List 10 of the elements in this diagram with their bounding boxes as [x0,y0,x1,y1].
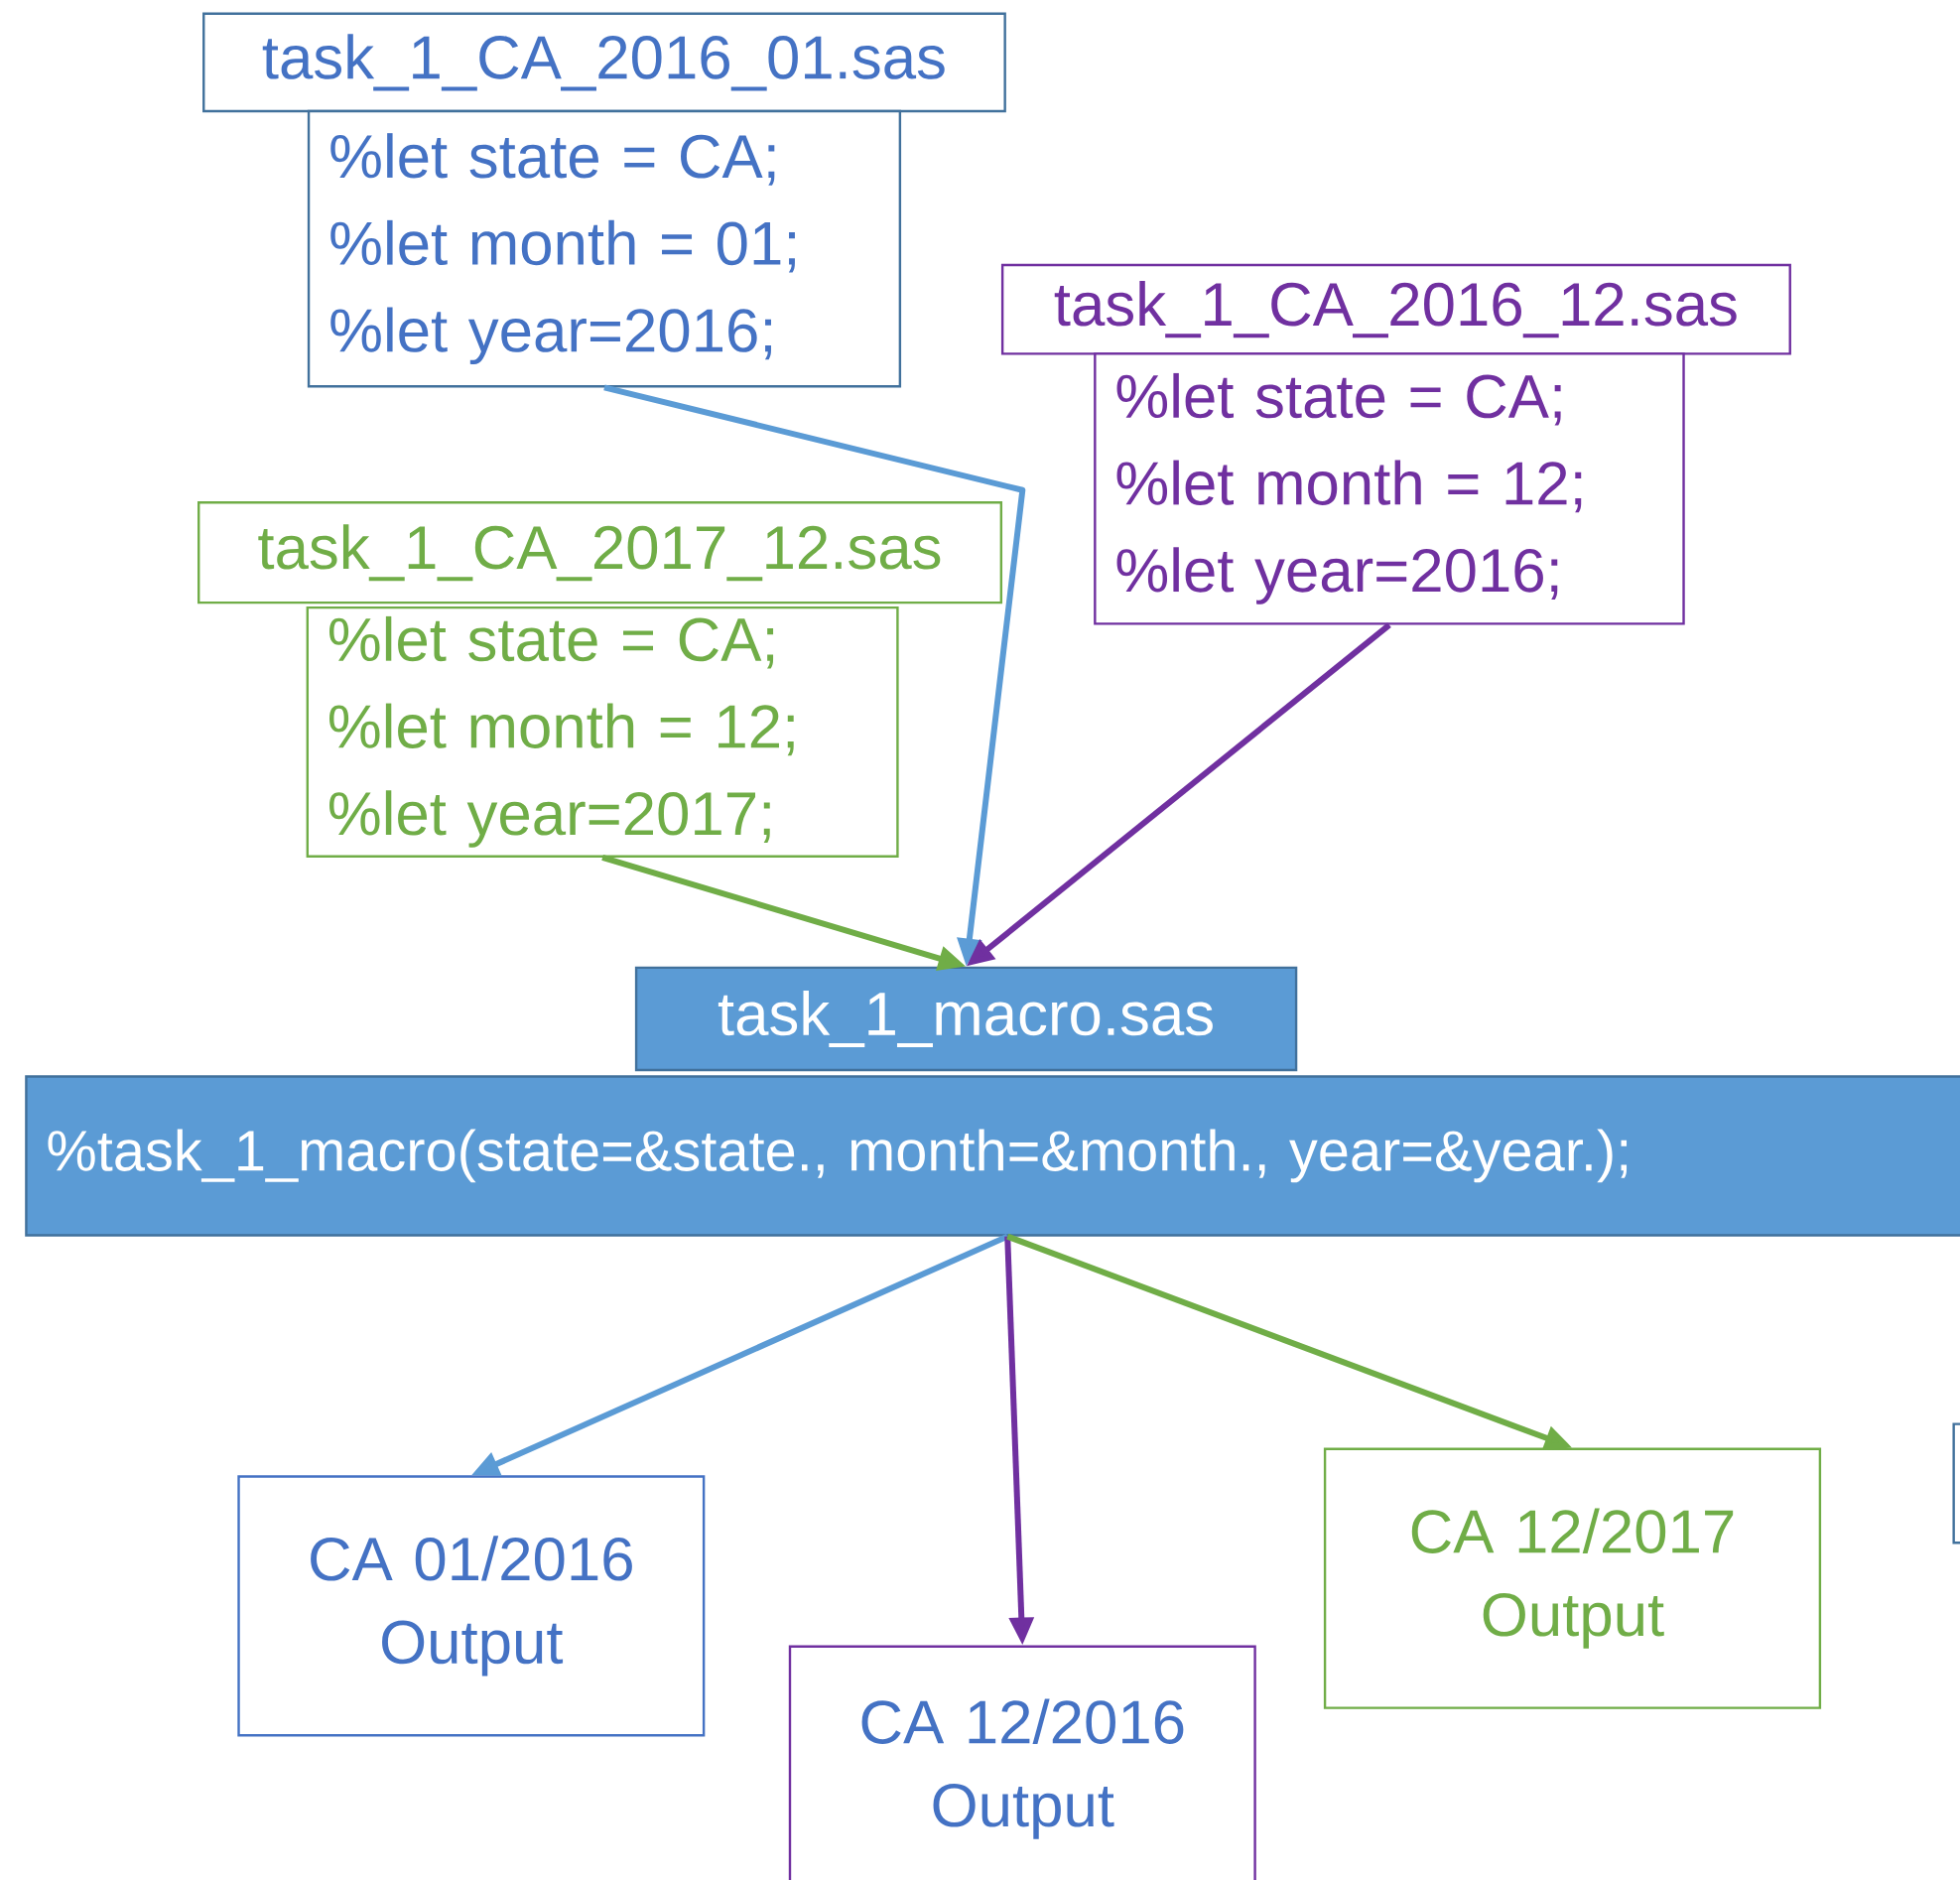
output-box: CA 12/2016 Output [788,1645,1256,1880]
box [1952,1422,1960,1544]
output-box: CA 12/2017 Output [1323,1447,1822,1709]
output-box: CA 01/2016 Output [237,1475,706,1737]
file-name-box: task_1_CA_2016_01.sas [202,12,1006,112]
code-box: %let state = CA; %let month = 12; %let year=2017; [306,605,899,858]
file-name-box: task_1_CA_2016_12.sas [1000,263,1791,355]
macro-call-bar: %task_1_macro(state=&state., month=&month., year=&year.); [25,1075,1960,1237]
file-name-box: task_1_CA_2017_12.sas [197,500,1003,604]
file-name-box: task_1_macro.sas [634,966,1298,1072]
